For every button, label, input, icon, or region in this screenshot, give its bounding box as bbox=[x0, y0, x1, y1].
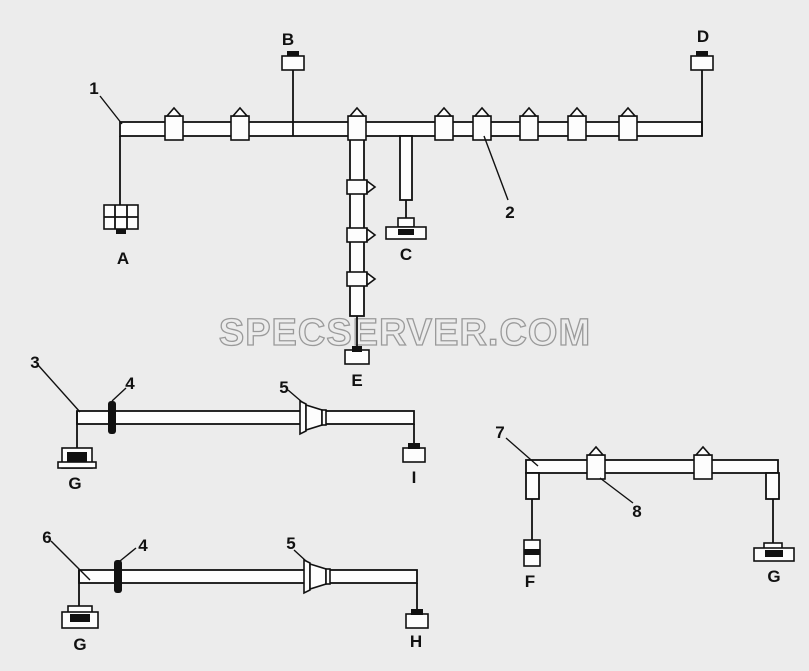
label-connector-g-2: G bbox=[73, 635, 86, 654]
leader-6 bbox=[50, 540, 91, 581]
label-connector-h: H bbox=[410, 632, 422, 651]
label-part-4: 4 bbox=[125, 374, 135, 393]
label-connector-a: A bbox=[117, 249, 129, 268]
label-connector-g-3: G bbox=[767, 567, 780, 586]
label-part-3: 3 bbox=[30, 353, 39, 372]
leader-5 bbox=[287, 389, 303, 403]
branch-clip bbox=[346, 227, 377, 243]
leader-3 bbox=[37, 364, 81, 413]
label-part-6: 6 bbox=[42, 528, 51, 547]
label-connector-e: E bbox=[351, 371, 362, 390]
leader-2 bbox=[483, 135, 509, 201]
band-4 bbox=[114, 560, 122, 593]
leader-8 bbox=[599, 477, 634, 504]
leader-4 bbox=[119, 547, 137, 562]
trunk-clip bbox=[472, 106, 492, 141]
trunk-clip bbox=[434, 106, 454, 141]
branch-clip bbox=[346, 179, 377, 195]
harness-7 bbox=[505, 437, 795, 567]
connector-e bbox=[344, 346, 370, 365]
connector-b bbox=[281, 51, 305, 71]
leader-1 bbox=[99, 95, 123, 125]
trunk-clip bbox=[586, 445, 606, 480]
label-part-2: 2 bbox=[505, 203, 514, 222]
harness-3-tube-right bbox=[324, 410, 415, 425]
label-part-4b: 4 bbox=[138, 536, 148, 555]
label-connector-g: G bbox=[68, 474, 81, 493]
grommet-5 bbox=[303, 558, 311, 595]
connector-g bbox=[57, 447, 97, 469]
connector-g bbox=[753, 542, 795, 562]
trunk-clip bbox=[164, 106, 184, 141]
leader-5 bbox=[293, 549, 307, 562]
band-4 bbox=[108, 401, 116, 434]
harness-7-left-drop bbox=[525, 472, 540, 500]
label-part-5b: 5 bbox=[286, 534, 295, 553]
branch-clip bbox=[346, 271, 377, 287]
connector-g bbox=[61, 605, 99, 629]
harness-6-tube-right bbox=[328, 569, 418, 584]
harness-6 bbox=[50, 540, 429, 629]
label-part-5: 5 bbox=[279, 378, 288, 397]
label-connector-f: F bbox=[525, 572, 535, 591]
label-connector-i: I bbox=[412, 468, 417, 487]
label-connector-d: D bbox=[697, 27, 709, 46]
harness-7-right-drop bbox=[765, 472, 780, 500]
harness-7-trunk bbox=[525, 459, 779, 474]
label-part-1: 1 bbox=[89, 79, 98, 98]
branch-c-tube bbox=[399, 135, 413, 201]
trunk-clip bbox=[347, 106, 367, 141]
trunk-clip bbox=[618, 106, 638, 141]
grommet-5 bbox=[299, 399, 307, 436]
connector-a bbox=[103, 204, 139, 234]
label-part-8: 8 bbox=[632, 502, 641, 521]
label-connector-c: C bbox=[400, 245, 412, 264]
connector-i bbox=[402, 443, 426, 463]
connector-f bbox=[523, 539, 541, 567]
connector-c bbox=[385, 217, 427, 240]
connector-h bbox=[405, 609, 429, 629]
leader-4 bbox=[111, 387, 127, 402]
watermark: SPECSERVER.COM bbox=[219, 312, 591, 354]
trunk-clip bbox=[230, 106, 250, 141]
connector-d bbox=[690, 51, 714, 71]
harness-3 bbox=[37, 364, 426, 469]
leader-7 bbox=[505, 437, 539, 467]
trunk-clip bbox=[693, 445, 713, 480]
harness-1-trunk bbox=[119, 121, 703, 137]
trunk-clip bbox=[519, 106, 539, 141]
label-part-7: 7 bbox=[495, 423, 504, 442]
branch-e-tube bbox=[349, 135, 365, 317]
label-connector-b: B bbox=[282, 30, 294, 49]
harness-1 bbox=[99, 51, 714, 365]
trunk-clip bbox=[567, 106, 587, 141]
